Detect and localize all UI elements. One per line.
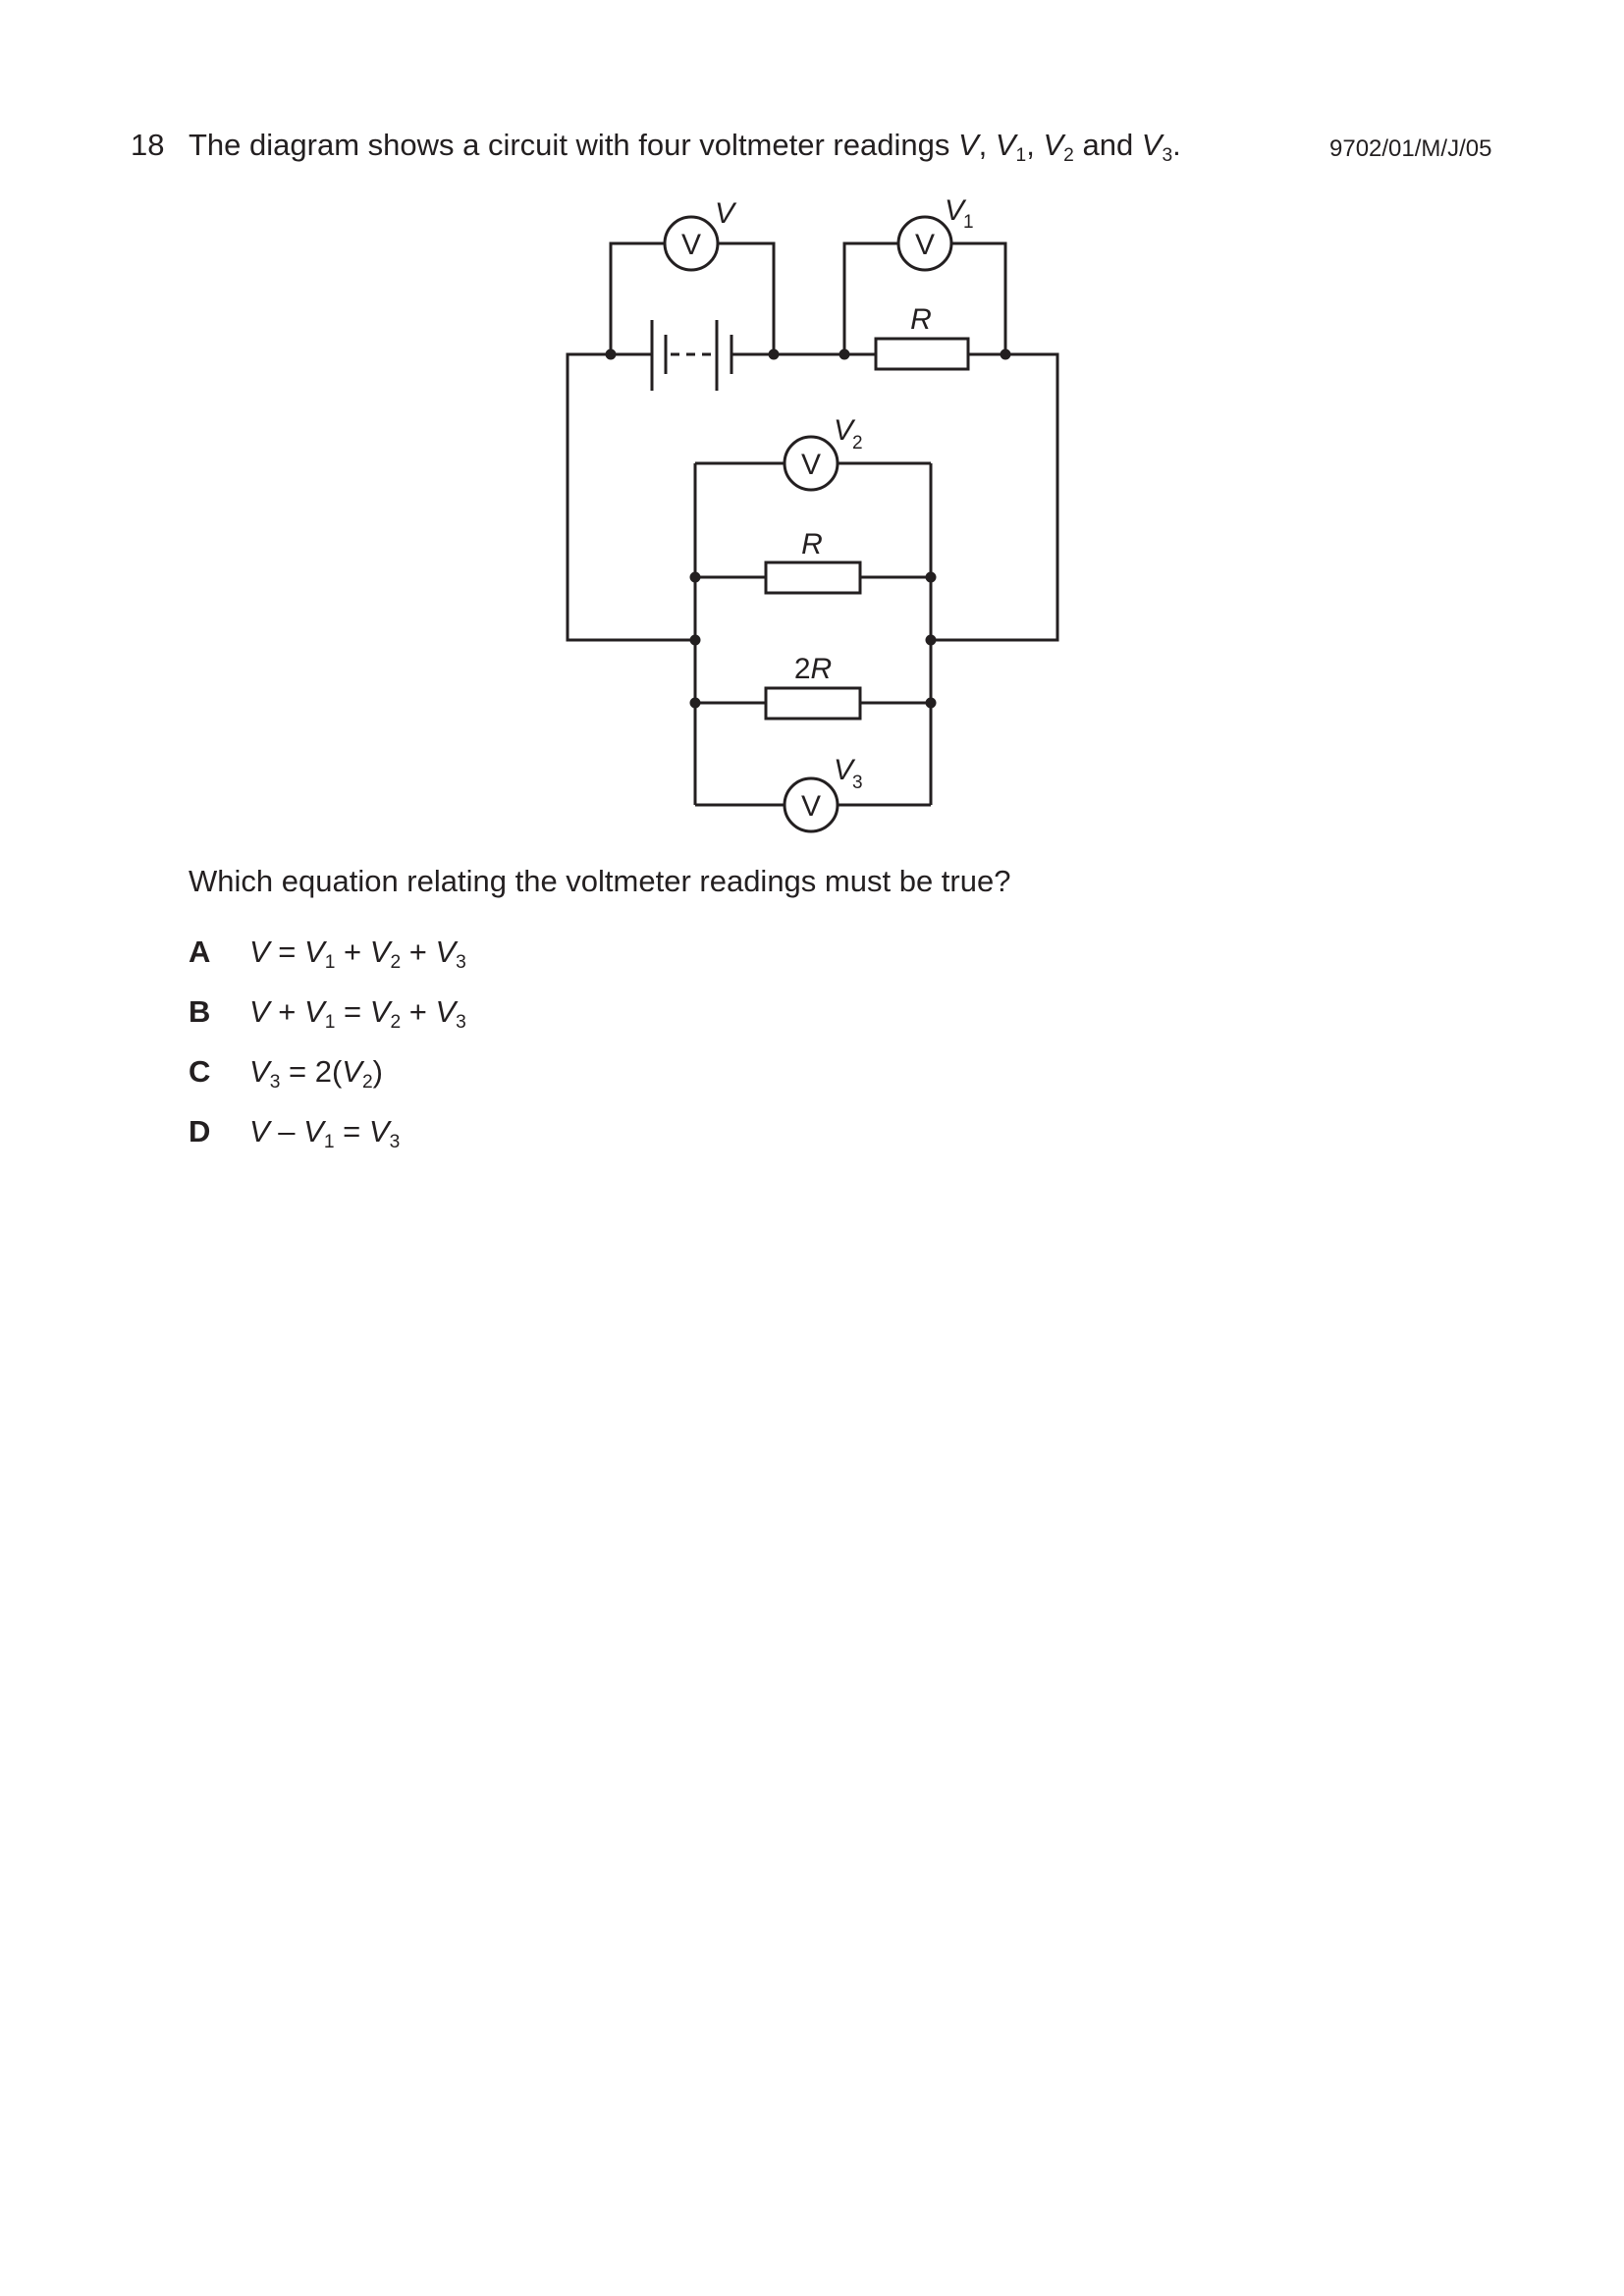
main-wire [566,352,695,642]
label-2r: 2R [794,653,832,685]
resistor-r-mid [764,561,862,595]
label-v3: V [834,754,856,786]
resistor-2r [764,686,862,721]
question-prompt: Which equation relating the voltmeter re… [189,864,1011,898]
voltmeter-v-icon [663,215,720,272]
resistor-r-top [874,337,970,371]
voltmeter-v2-icon [783,435,839,492]
r-top-wire-right [931,352,1059,642]
paper-reference: 9702/01/M/J/05 [1329,135,1492,162]
meter-symbol-v3: V [801,790,821,823]
label-v2-sub: 2 [852,433,863,454]
meter-symbol-v: V [681,229,701,261]
label-r-mid: R [801,528,823,561]
label-v3-sub: 3 [852,773,863,793]
label-v1-sub: 1 [963,212,974,233]
question-number: 18 [131,128,165,162]
label-v1: V [945,194,967,227]
v1-meter-loop [842,241,1007,354]
battery-icon [611,320,733,391]
question-stem: The diagram shows a circuit with four vo… [189,128,1181,166]
voltmeter-v1-icon [896,215,953,272]
voltmeter-v3-icon [783,776,839,833]
label-r-top: R [910,303,932,336]
meter-symbol-v2: V [801,449,821,481]
meter-symbol-v1: V [915,229,935,261]
v-meter-loop [609,241,776,354]
label-v: V [715,197,737,230]
label-v2: V [834,414,856,447]
junction-dots [605,348,1011,709]
